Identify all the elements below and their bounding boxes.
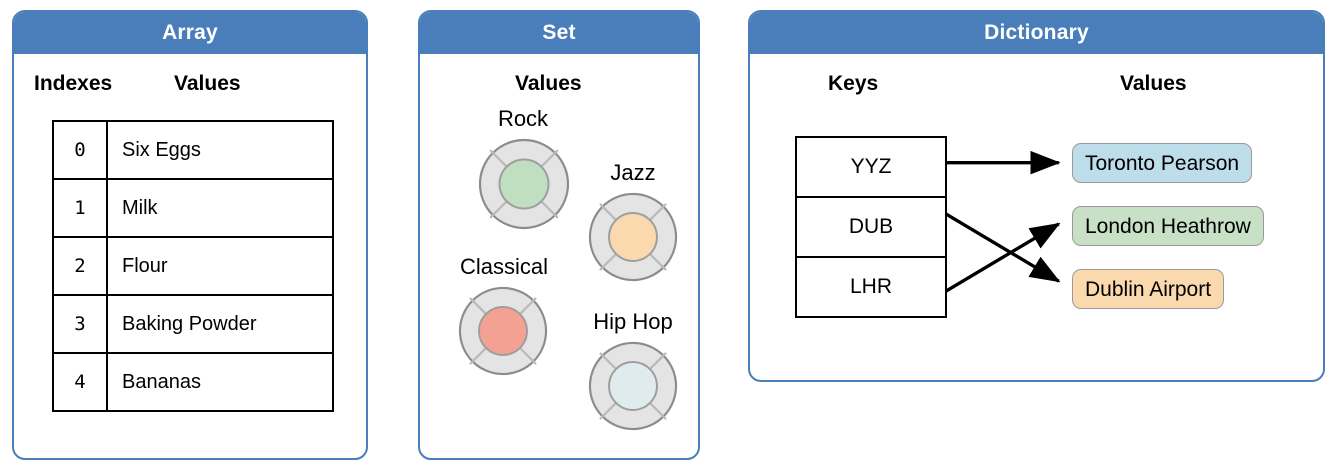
table-row: LHR: [795, 256, 947, 318]
table-row: DUB: [795, 196, 947, 258]
array-panel-title: Array: [14, 12, 366, 54]
arrow-dub-to-dublin-airport: [945, 212, 1061, 283]
dictionary-column-header-keys: Keys: [828, 72, 879, 95]
table-row: 4 Bananas: [52, 352, 334, 412]
array-index-cell: 1: [52, 178, 108, 238]
vinyl-record-icon: [478, 138, 570, 230]
dictionary-value-badge: Dublin Airport: [1072, 269, 1225, 309]
dictionary-value-badge: London Heathrow: [1072, 206, 1264, 246]
array-value-cell: Bananas: [106, 352, 334, 412]
arrow-lhr-to-london-heathrow: [945, 222, 1061, 293]
set-item-label: Rock: [497, 106, 549, 131]
set-item-label: Jazz: [610, 160, 656, 185]
set-item-label: Hip Hop: [593, 309, 673, 334]
dictionary-panel-title: Dictionary: [750, 12, 1323, 54]
set-item-jazz: Jazz: [572, 160, 698, 295]
array-index-cell: 3: [52, 294, 108, 354]
array-panel: Array Indexes Values 0 Six Eggs 1 Milk 2…: [12, 10, 368, 460]
set-column-header-values: Values: [515, 72, 582, 95]
dictionary-panel: Dictionary Keys Values YYZ DUB LHR Toron…: [748, 10, 1325, 382]
array-index-cell: 4: [52, 352, 108, 412]
dictionary-key-cell: DUB: [795, 196, 947, 258]
vinyl-record-icon: [588, 341, 678, 431]
set-item-color-swatch: [608, 212, 658, 262]
table-row: 1 Milk: [52, 178, 334, 238]
table-row: 0 Six Eggs: [52, 120, 334, 180]
set-item-color-swatch: [478, 306, 528, 356]
set-item-hip-hop: Hip Hop: [570, 309, 698, 444]
dictionary-key-cell: YYZ: [795, 136, 947, 198]
set-item-label: Classical: [459, 254, 549, 279]
vinyl-record-icon: [458, 286, 548, 376]
vinyl-record-icon: [588, 192, 678, 282]
array-value-cell: Six Eggs: [106, 120, 334, 180]
set-panel: Set Values Rock Jazz: [418, 10, 700, 460]
array-value-cell: Milk: [106, 178, 334, 238]
dictionary-keys-table: YYZ DUB LHR: [795, 136, 947, 318]
array-column-header-indexes: Indexes: [34, 72, 113, 95]
set-item-color-swatch: [498, 158, 550, 210]
array-column-header-values: Values: [174, 72, 241, 95]
set-panel-title: Set: [420, 12, 698, 54]
table-row: 3 Baking Powder: [52, 294, 334, 354]
table-row: 2 Flour: [52, 236, 334, 296]
array-index-cell: 0: [52, 120, 108, 180]
dictionary-value-badge: Toronto Pearson: [1072, 143, 1253, 183]
array-panel-body: Indexes Values 0 Six Eggs 1 Milk 2 Flour…: [14, 54, 366, 458]
array-value-cell: Flour: [106, 236, 334, 296]
dictionary-column-header-values: Values: [1120, 72, 1187, 95]
array-value-cell: Baking Powder: [106, 294, 334, 354]
set-item-color-swatch: [608, 361, 658, 411]
dictionary-panel-body: Keys Values YYZ DUB LHR Toronto Pearson …: [750, 54, 1323, 380]
set-item-rock: Rock: [458, 106, 588, 241]
dictionary-key-cell: LHR: [795, 256, 947, 318]
table-row: YYZ: [795, 136, 947, 198]
dictionary-mapping-arrows: [945, 150, 1061, 293]
array-index-cell: 2: [52, 236, 108, 296]
set-item-classical: Classical: [434, 254, 574, 389]
array-table: 0 Six Eggs 1 Milk 2 Flour 3 Baking Powde…: [52, 120, 334, 412]
set-panel-body: Values Rock Jazz: [420, 54, 698, 458]
